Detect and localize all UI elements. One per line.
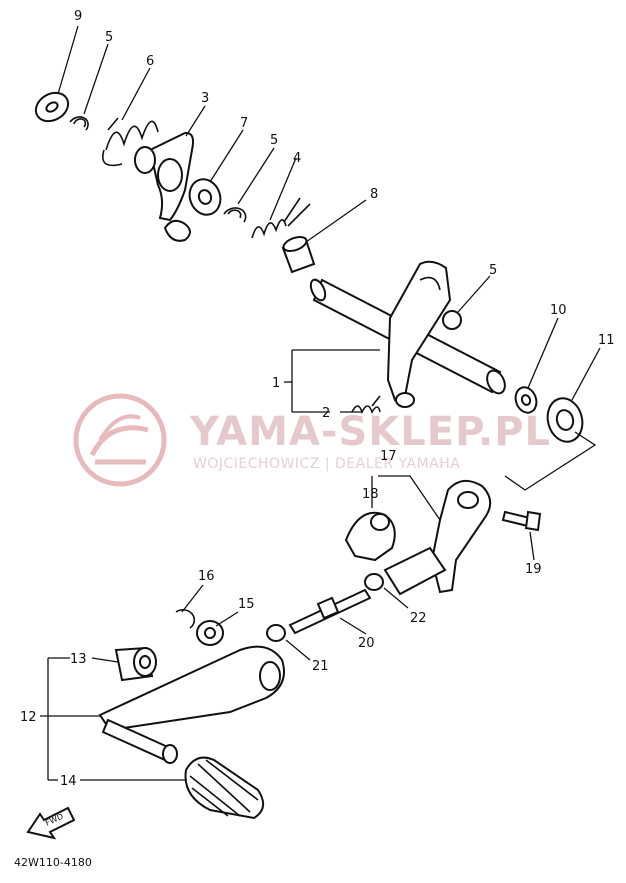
part-circlip-5b <box>223 207 247 223</box>
watermark-logo <box>73 393 167 487</box>
label-9: 9 <box>74 9 82 24</box>
part-nut-21 <box>266 624 286 642</box>
label-10: 10 <box>550 303 567 318</box>
label-14: 14 <box>60 774 77 789</box>
part-bolt-19 <box>501 510 542 532</box>
part-circlip-16 <box>175 609 196 629</box>
part-collar-8 <box>281 236 316 274</box>
part-arm-3 <box>134 131 195 242</box>
part-nut-22 <box>364 573 384 591</box>
part-joint-18 <box>344 511 396 562</box>
guide-line-shaft <box>504 431 597 491</box>
part-link-17 <box>383 479 492 596</box>
label-17: 17 <box>380 449 397 464</box>
label-5a: 5 <box>105 30 113 45</box>
label-4: 4 <box>293 151 301 166</box>
part-washer-9 <box>34 91 70 123</box>
label-5c: 5 <box>489 263 497 278</box>
label-6: 6 <box>146 54 154 69</box>
label-22: 22 <box>410 611 427 626</box>
part-pedal-rubber-14 <box>184 756 265 820</box>
label-16: 16 <box>198 569 215 584</box>
part-rod-20 <box>288 588 372 635</box>
watermark: YAMA-SKLEP.PL WOJCIECHOWICZ | DEALER YAM… <box>73 393 551 487</box>
label-2: 2 <box>322 406 330 421</box>
part-circlip-5a <box>69 116 89 131</box>
part-washer-10 <box>514 386 538 414</box>
label-7: 7 <box>240 116 248 131</box>
label-12: 12 <box>20 710 37 725</box>
part-spring-2 <box>351 395 381 415</box>
label-19: 19 <box>525 562 542 577</box>
label-8: 8 <box>370 187 378 202</box>
diagram-code: 42W110-4180 <box>14 856 92 869</box>
label-11: 11 <box>598 333 615 348</box>
label-20: 20 <box>358 636 375 651</box>
part-shift-pedal-12 <box>98 645 285 764</box>
part-washer-15 <box>196 620 224 646</box>
part-spring-6 <box>102 117 159 167</box>
part-spring-4 <box>251 197 311 239</box>
label-13: 13 <box>70 652 87 667</box>
watermark-subtitle: WOJCIECHOWICZ | DEALER YAMAHA <box>193 456 460 472</box>
label-18: 18 <box>362 487 379 502</box>
label-1: 1 <box>272 376 280 391</box>
label-3: 3 <box>201 91 209 106</box>
part-washer-7 <box>188 178 222 216</box>
label-15: 15 <box>238 597 255 612</box>
forward-arrow-icon: FWD <box>26 806 76 840</box>
part-oil-seal-11 <box>546 397 584 443</box>
part-shift-shaft-1 <box>309 260 506 408</box>
part-bushing-13 <box>114 646 157 682</box>
label-5b: 5 <box>270 133 278 148</box>
part-number-labels: 9 5 6 3 7 5 4 8 5 10 11 1 2 17 18 19 16 … <box>20 9 615 789</box>
label-21: 21 <box>312 659 329 674</box>
watermark-title: YAMA-SKLEP.PL <box>189 409 551 455</box>
leader-lines <box>40 25 601 781</box>
part-circlip-5c <box>442 310 462 330</box>
